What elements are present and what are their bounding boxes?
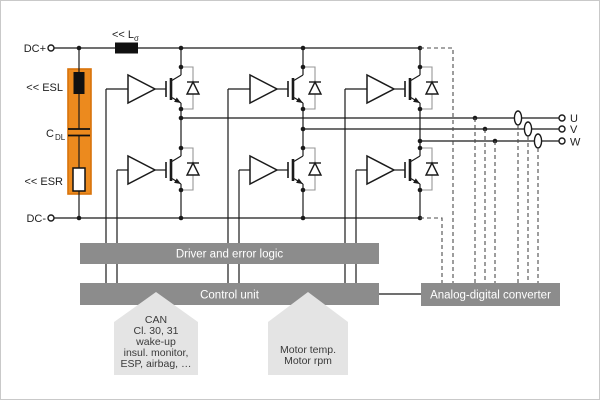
adc-block: [421, 283, 560, 306]
current-sensor-v: [523, 121, 533, 137]
can-line-5: ESP, airbag, …: [120, 358, 191, 370]
phase-outputs: [178, 110, 566, 149]
stray-inductance-subscript: σ: [134, 34, 139, 43]
dc-minus-bus: [47, 214, 420, 222]
can-line-3: wake-up: [135, 336, 176, 348]
terminal-v: [558, 125, 566, 133]
esl-label: << ESL: [26, 82, 63, 94]
motor-line-2: Motor rpm: [284, 355, 332, 367]
esl-inductance-symbol: [73, 72, 85, 94]
dc-link-capacitor-branch: [67, 45, 92, 221]
phase-u-label: U: [570, 113, 578, 125]
driver-logic-block: [80, 243, 379, 264]
can-line-1: CAN: [145, 314, 167, 326]
dc-plus-terminal: [47, 44, 55, 52]
measurement-signal-lines: [420, 47, 539, 283]
motor-line-1: Motor temp.: [280, 344, 336, 356]
esr-label: << ESR: [24, 176, 63, 188]
stray-inductance-label: << L: [112, 29, 134, 41]
phase-v-label: V: [570, 124, 578, 136]
labels: DC+ DC- << ESL C DL << ESR << L σ U V W: [24, 29, 581, 225]
dc-minus-terminal: [47, 214, 55, 222]
can-callout-shape: [114, 292, 198, 375]
can-line-2: Cl. 30, 31: [134, 325, 179, 337]
cdl-label-subscript: DL: [55, 133, 66, 142]
control-unit-label: Control unit: [200, 290, 260, 302]
dc-minus-label: DC-: [26, 213, 46, 225]
stray-inductor: [115, 42, 138, 54]
cdl-label: C: [46, 128, 54, 140]
terminal-w: [558, 137, 566, 145]
current-sensor-u: [513, 110, 523, 126]
current-sensor-w: [533, 133, 543, 149]
esr-resistor-symbol: [72, 167, 86, 192]
motor-callout-shape: [268, 292, 348, 375]
motor-callout: Motor temp. Motor rpm: [268, 292, 348, 375]
driver-logic-label: Driver and error logic: [176, 249, 284, 261]
dc-plus-bus: [47, 42, 420, 54]
dc-plus-label: DC+: [24, 43, 46, 55]
can-line-4: insul. monitor,: [124, 347, 189, 359]
adc-label: Analog-digital converter: [430, 290, 551, 302]
can-callout: CAN Cl. 30, 31 wake-up insul. monitor, E…: [114, 292, 198, 375]
terminal-u: [558, 114, 566, 122]
phase-w-label: W: [570, 137, 581, 149]
